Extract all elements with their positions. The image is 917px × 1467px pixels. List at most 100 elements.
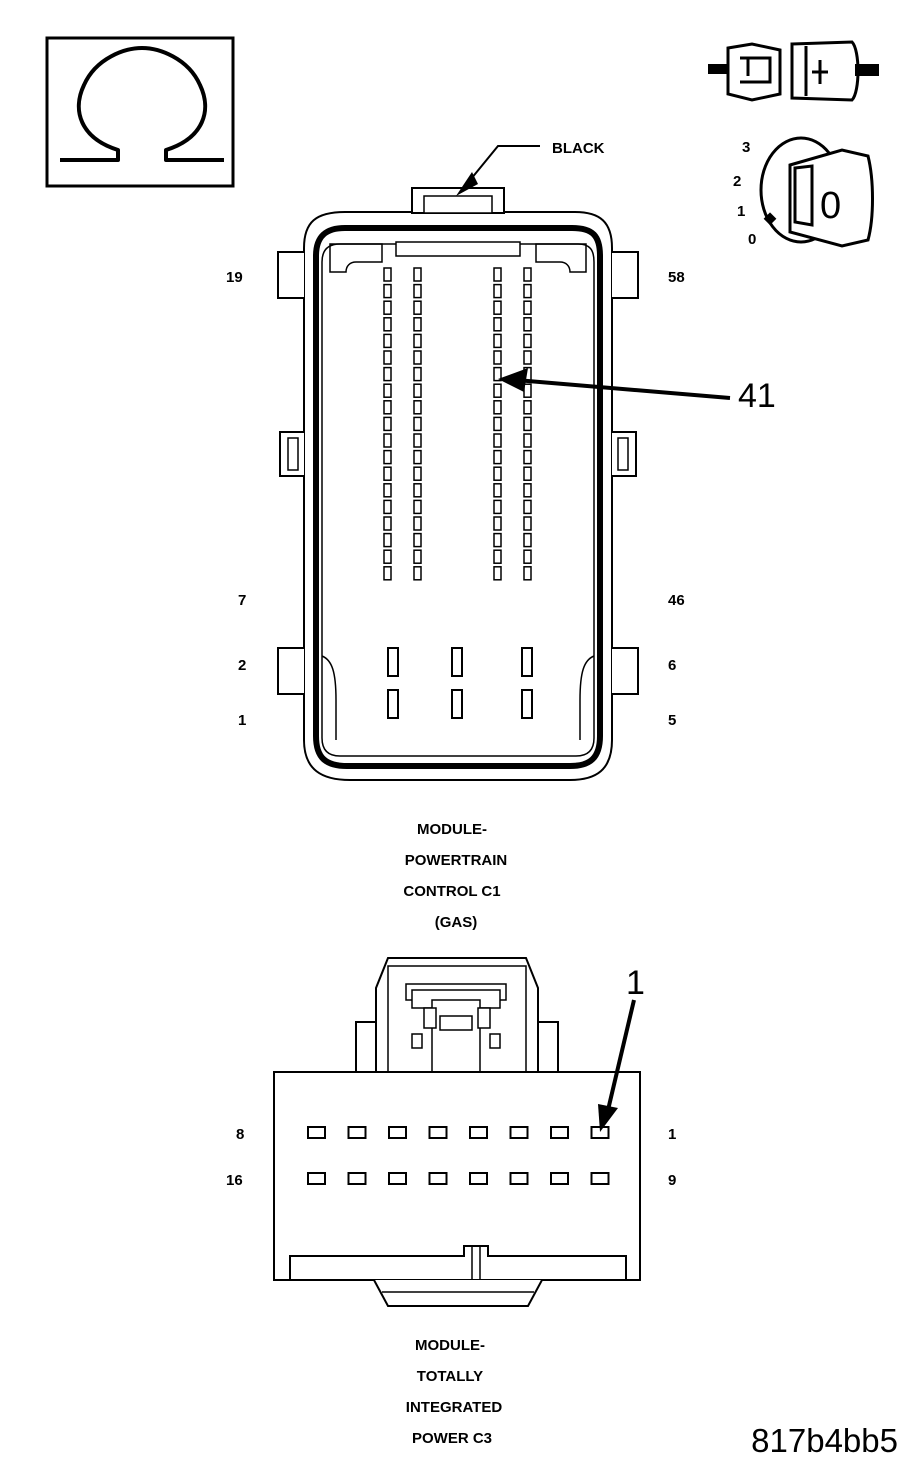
c1-caption-line-3: CONTROL C1 bbox=[403, 883, 500, 900]
c1-terminal-cavity bbox=[383, 333, 392, 349]
c1-terminal-cavity bbox=[413, 466, 422, 481]
c1-terminal-cavity bbox=[413, 416, 422, 432]
c1-pin-6-label: 6 bbox=[668, 657, 676, 674]
c1-pin-58-label: 58 bbox=[668, 269, 685, 286]
c3-terminal-cavity bbox=[307, 1126, 326, 1139]
ignition-key-icon: 0 3 2 1 0 bbox=[733, 136, 874, 248]
c1-terminal-cavity bbox=[383, 499, 392, 515]
c3-pin-16-label: 16 bbox=[226, 1172, 243, 1189]
c1-terminal-cavity bbox=[383, 532, 392, 548]
c3-terminal-cavity bbox=[469, 1172, 488, 1185]
c3-terminal-cavity bbox=[550, 1126, 569, 1139]
figure-id: 817b4bb5 bbox=[751, 1422, 898, 1459]
c1-terminal-cavity bbox=[413, 400, 422, 415]
c1-terminal-cavity bbox=[523, 267, 532, 282]
c1-terminal-cavity bbox=[493, 449, 502, 465]
pin-41-label: 41 bbox=[738, 377, 776, 415]
c1-power-terminal bbox=[451, 689, 463, 719]
c3-terminal-cavity bbox=[550, 1172, 569, 1185]
c1-terminal-cavity bbox=[493, 466, 502, 481]
c3-terminal-cavity bbox=[469, 1126, 488, 1139]
c3-caption: MODULE- TOTALLY INTEGRATED POWER C3 bbox=[406, 1337, 503, 1447]
c1-terminal-cavity bbox=[493, 366, 502, 382]
c3-terminal-cavity bbox=[509, 1126, 529, 1139]
c1-connector bbox=[277, 187, 639, 781]
c3-terminal-cavities bbox=[307, 1126, 610, 1185]
c1-terminal-cavity bbox=[383, 283, 392, 299]
c1-pin-46-label: 46 bbox=[668, 592, 685, 609]
c3-terminal-cavity bbox=[428, 1126, 448, 1139]
c1-terminal-cavity bbox=[493, 283, 502, 299]
connector-color-label: BLACK bbox=[552, 140, 605, 157]
c1-terminal-cavity bbox=[413, 350, 422, 365]
c1-terminal-cavity bbox=[413, 483, 422, 498]
c1-terminal-cavity bbox=[413, 516, 422, 531]
c3-terminal-cavity bbox=[347, 1126, 367, 1139]
c1-terminal-cavity bbox=[523, 416, 532, 432]
c3-caption-line-3: INTEGRATED bbox=[406, 1399, 503, 1416]
c1-terminal-cavity bbox=[493, 267, 502, 282]
c3-terminal-cavity bbox=[388, 1172, 407, 1185]
c1-terminal-cavity bbox=[493, 416, 502, 432]
c1-terminal-cavity bbox=[383, 483, 392, 498]
c1-terminal-cavity bbox=[523, 283, 532, 299]
c3-terminal-cavity bbox=[509, 1172, 529, 1185]
c1-terminal-cavity bbox=[413, 383, 422, 398]
pin-1-callout: 1 bbox=[598, 964, 645, 1132]
c1-terminal-cavity bbox=[523, 549, 532, 564]
c1-terminal-cavity bbox=[523, 566, 532, 581]
c3-terminal-cavity bbox=[307, 1172, 326, 1185]
c3-terminal-cavity bbox=[347, 1172, 367, 1185]
c1-terminal-cavity bbox=[523, 383, 532, 398]
c1-terminal-cavity bbox=[383, 317, 392, 332]
c1-terminal-cavity bbox=[523, 466, 532, 481]
c3-caption-line-2: TOTALLY bbox=[417, 1368, 483, 1385]
key-position-2: 2 bbox=[733, 173, 741, 190]
c1-terminal-cavity bbox=[413, 449, 422, 465]
color-callout: BLACK bbox=[456, 140, 605, 196]
c1-terminal-cavity bbox=[493, 532, 502, 548]
c3-terminal-cavity bbox=[388, 1126, 407, 1139]
c1-terminal-cavity bbox=[493, 317, 502, 332]
c3-pin-9-label: 9 bbox=[668, 1172, 676, 1189]
c1-terminal-cavity bbox=[383, 350, 392, 365]
c1-terminal-cavity bbox=[523, 433, 532, 448]
c1-terminal-cavities bbox=[383, 267, 532, 581]
c1-pin-5-label: 5 bbox=[668, 712, 676, 729]
c3-caption-line-1: MODULE- bbox=[415, 1337, 485, 1354]
c3-terminal-cavity bbox=[590, 1172, 610, 1185]
c1-terminal-cavity bbox=[523, 516, 532, 531]
c1-terminal-cavity bbox=[523, 532, 532, 548]
c1-terminal-cavity bbox=[413, 532, 422, 548]
c1-terminal-cavity bbox=[523, 400, 532, 415]
c1-terminal-cavity bbox=[523, 483, 532, 498]
c1-terminal-cavity bbox=[413, 499, 422, 515]
c1-terminal-cavity bbox=[493, 400, 502, 415]
c3-caption-line-4: POWER C3 bbox=[412, 1430, 492, 1447]
c1-terminal-cavity bbox=[523, 499, 532, 515]
c3-connector bbox=[273, 957, 641, 1307]
c1-terminal-cavity bbox=[383, 383, 392, 398]
c1-terminal-cavity bbox=[383, 449, 392, 465]
c1-caption-line-2: POWERTRAIN bbox=[405, 852, 508, 869]
c1-terminal-cavity bbox=[493, 483, 502, 498]
c1-terminal-cavity bbox=[413, 317, 422, 332]
c1-power-terminal bbox=[521, 647, 533, 677]
c1-terminal-cavity bbox=[493, 350, 502, 365]
ohm-meter-icon bbox=[45, 36, 235, 188]
c1-terminal-cavity bbox=[493, 499, 502, 515]
c1-terminal-cavity bbox=[493, 300, 502, 315]
c1-power-terminals bbox=[387, 647, 533, 719]
c1-terminal-cavity bbox=[383, 366, 392, 382]
key-position-1: 1 bbox=[737, 203, 745, 220]
c1-terminal-cavity bbox=[523, 350, 532, 365]
disconnected-connector-icon bbox=[708, 40, 879, 102]
c1-terminal-cavity bbox=[413, 549, 422, 564]
c1-terminal-cavity bbox=[383, 516, 392, 531]
c3-terminal-cavity bbox=[428, 1172, 448, 1185]
c1-terminal-cavity bbox=[383, 433, 392, 448]
key-position-0: 0 bbox=[748, 231, 756, 248]
c1-terminal-cavity bbox=[493, 566, 502, 581]
c1-terminal-cavity bbox=[523, 317, 532, 332]
